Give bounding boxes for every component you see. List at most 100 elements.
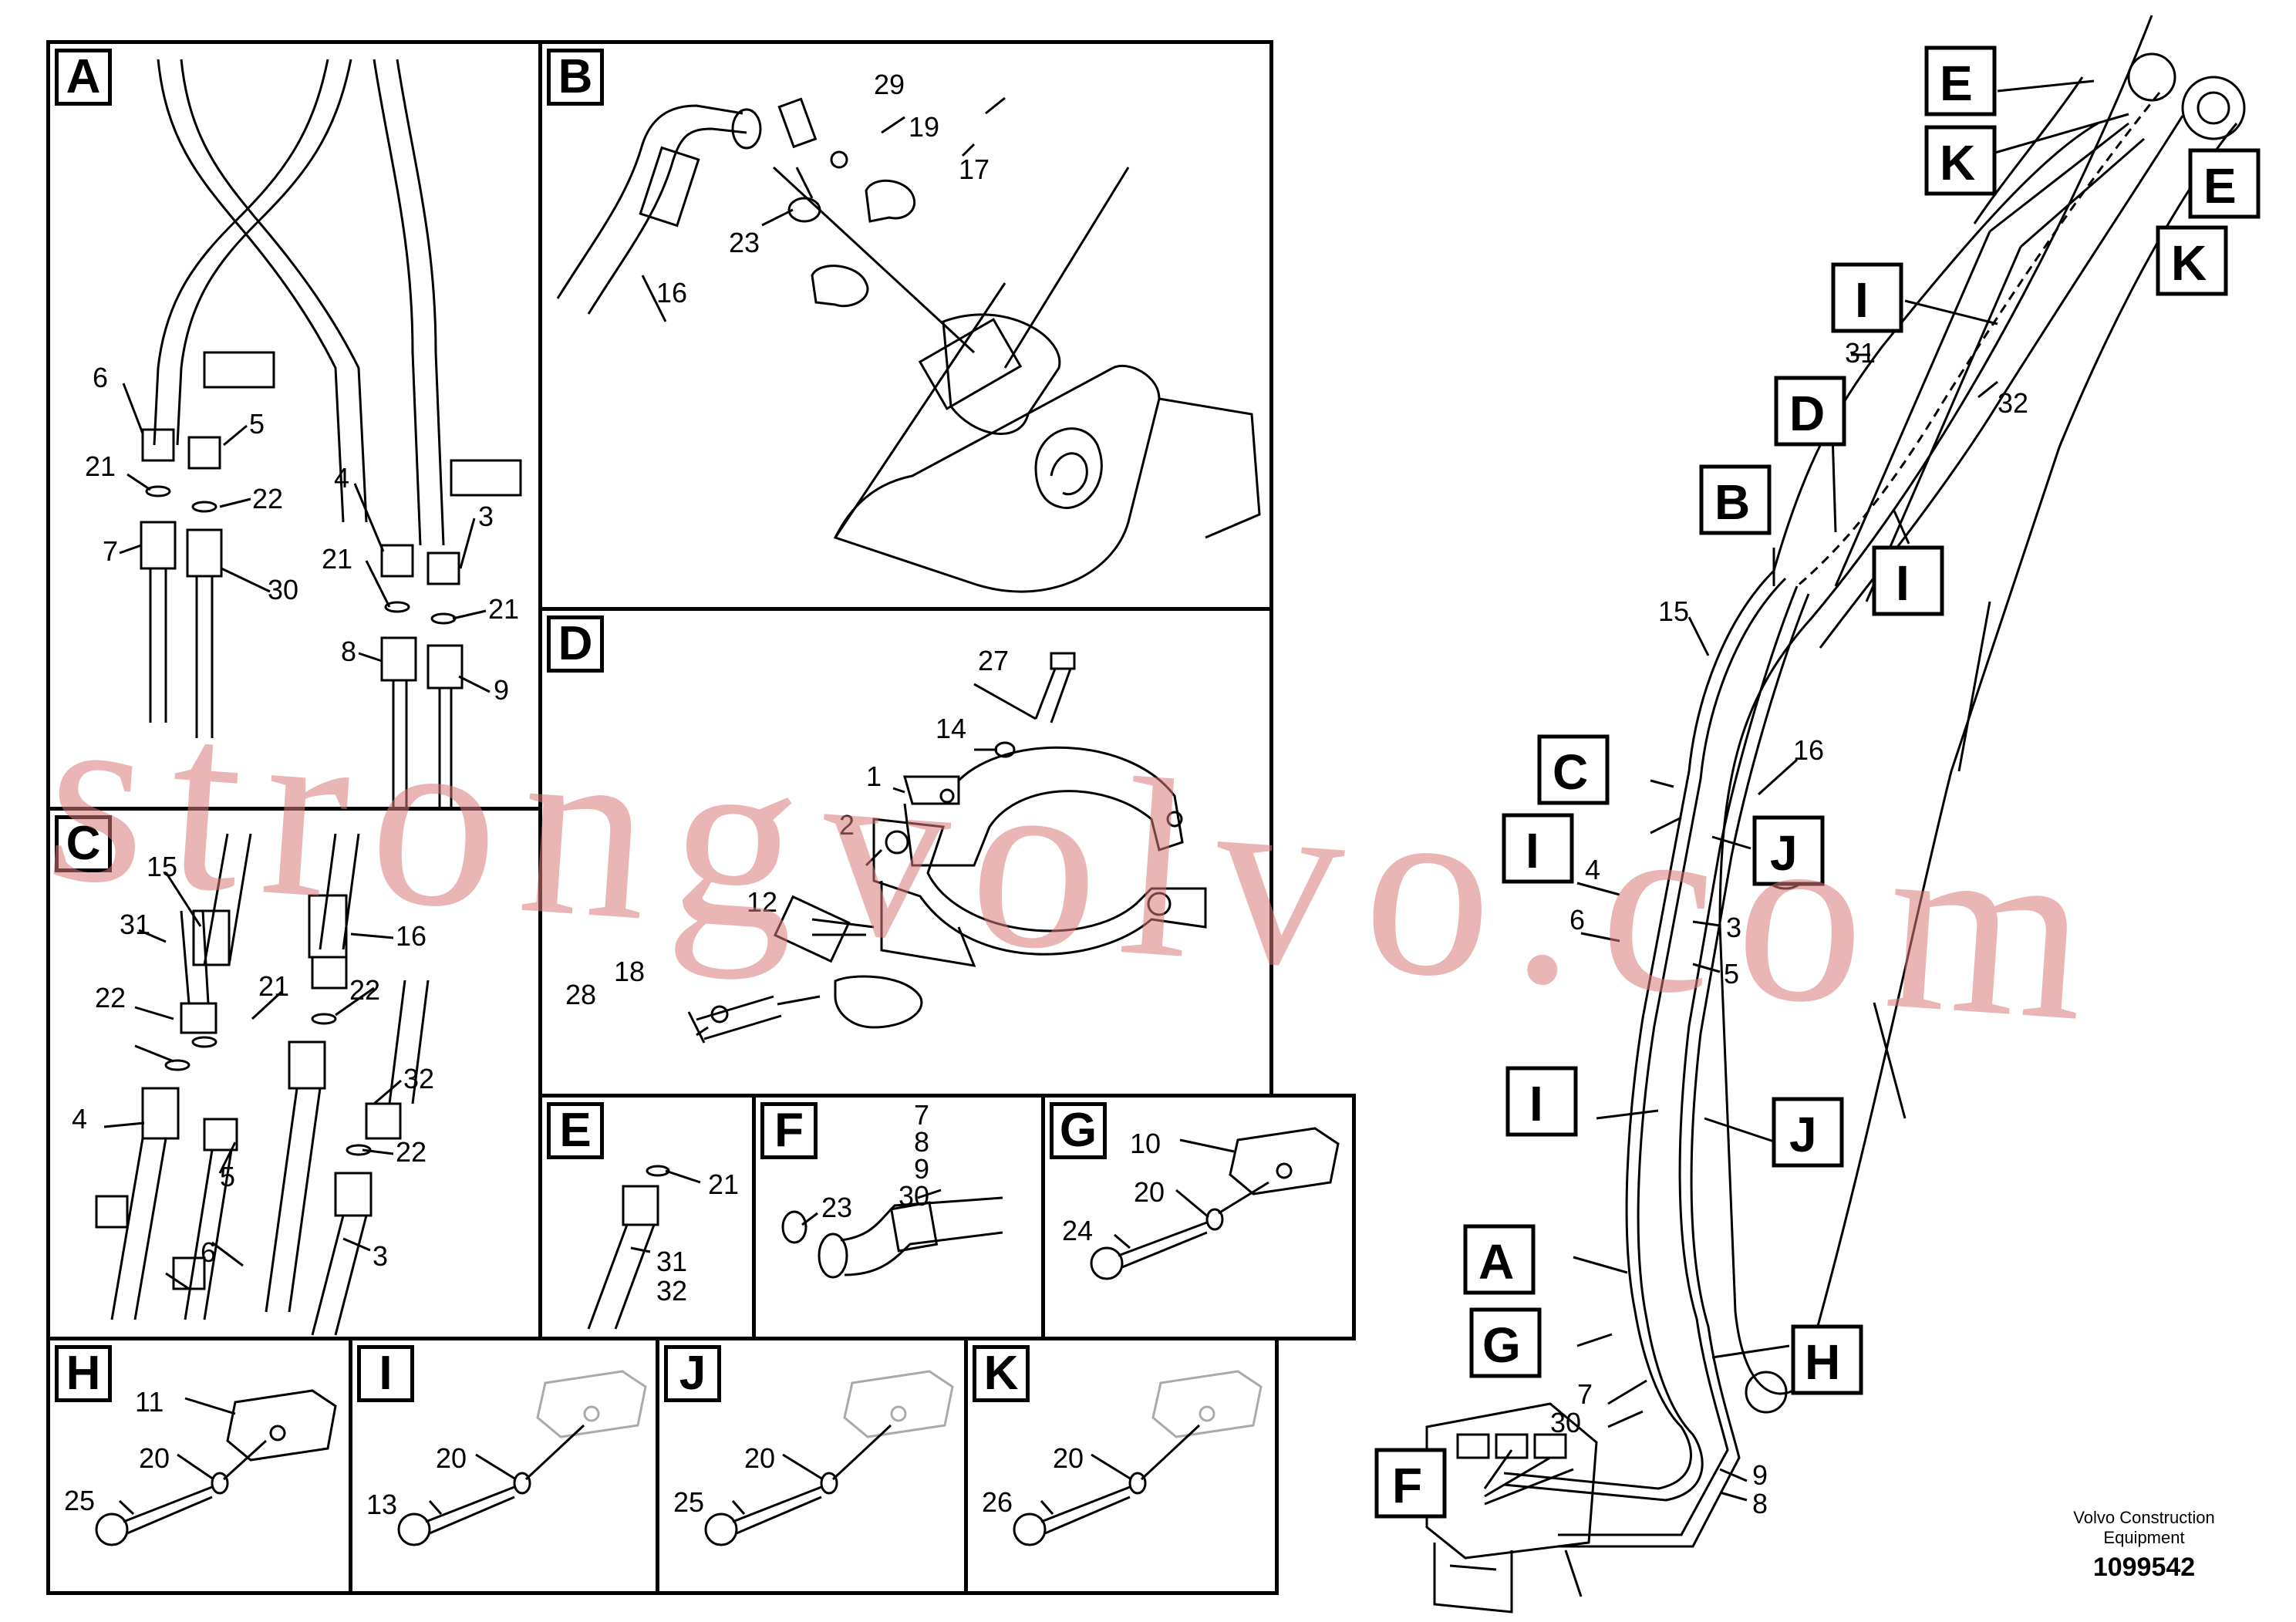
a-label-6: 6: [93, 362, 108, 393]
svg-text:J: J: [1770, 825, 1798, 881]
callout-i-lower: I: [1505, 1066, 1578, 1137]
svg-text:I: I: [1529, 1076, 1543, 1131]
panel-c-label: C: [55, 815, 112, 872]
svg-text:K: K: [1940, 135, 1975, 191]
c-label-15: 15: [147, 851, 177, 882]
b-label-29: 29: [874, 69, 905, 100]
panel-j: 20 25 J: [656, 1337, 968, 1595]
svg-text:I: I: [1896, 555, 1910, 611]
j-label-25: 25: [673, 1486, 704, 1518]
f-label-7: 7: [914, 1099, 929, 1131]
panel-i-label: I: [357, 1345, 414, 1402]
ov-label-3: 3: [1726, 912, 1741, 943]
callout-d: D: [1774, 376, 1846, 447]
ov-label-4: 4: [1585, 854, 1600, 885]
panel-j-label: J: [664, 1345, 721, 1402]
panel-b-drawing: 29 19 17 23 16: [556, 69, 1261, 593]
ov-label-5: 5: [1724, 958, 1739, 990]
a-label-21b: 21: [322, 543, 352, 575]
svg-text:E: E: [1940, 56, 1973, 111]
c-label-3: 3: [373, 1240, 388, 1272]
i-label-13: 13: [366, 1489, 397, 1520]
f-label-8: 8: [914, 1126, 929, 1158]
callout-j-upper: J: [1752, 815, 1825, 886]
ov-label-7: 7: [1577, 1378, 1593, 1410]
ov-label-8: 8: [1752, 1488, 1768, 1519]
svg-text:D: D: [1789, 386, 1825, 441]
panel-d: 27 14 1 2 12 18 28 D: [538, 607, 1273, 1098]
panel-h-drawing: 11 20 25: [64, 1386, 337, 1546]
f-label-30: 30: [899, 1180, 929, 1212]
ov-label-31: 31: [1845, 337, 1876, 369]
panel-i: 20 13 I: [349, 1337, 659, 1595]
c-label-22c: 22: [396, 1136, 426, 1168]
svg-text:I: I: [1526, 823, 1539, 878]
c-label-5: 5: [220, 1161, 235, 1192]
a-label-22: 22: [252, 483, 283, 514]
b-label-16: 16: [656, 277, 687, 309]
k-label-26: 26: [982, 1486, 1013, 1518]
panel-b: 29 19 17 23 16 B: [538, 40, 1273, 611]
ov-label-9: 9: [1752, 1459, 1768, 1491]
ov-label-6: 6: [1569, 904, 1585, 936]
ov-label-15: 15: [1658, 595, 1689, 627]
svg-text:G: G: [1482, 1317, 1521, 1373]
e-label-31: 31: [656, 1246, 687, 1277]
d-label-12: 12: [747, 886, 777, 918]
a-label-9: 9: [494, 674, 509, 706]
callout-k-right: K: [2156, 225, 2228, 296]
panel-a: 6 5 21 22 7 30 4 3 21 21 8 9 A: [46, 40, 542, 813]
a-label-4: 4: [334, 462, 349, 494]
credit-block: Volvo Construction Equipment: [2052, 1508, 2237, 1548]
callout-a: A: [1463, 1224, 1536, 1295]
panel-h: 11 20 25 H: [46, 1337, 352, 1595]
panel-b-label: B: [547, 49, 604, 106]
document-number: 1099542: [2092, 1553, 2196, 1582]
ov-label-16: 16: [1793, 734, 1824, 766]
panel-i-drawing: 20 13: [366, 1370, 647, 1546]
svg-text:A: A: [1478, 1234, 1514, 1290]
panel-g-drawing: 10 20 24: [1062, 1127, 1340, 1280]
h-label-20: 20: [139, 1442, 170, 1474]
callout-c: C: [1537, 734, 1610, 805]
c-label-22b: 22: [349, 974, 380, 1006]
panel-k: 20 26 K: [964, 1337, 1279, 1595]
callout-e-top: E: [1924, 46, 1997, 116]
panel-e-drawing: 21 31 32: [587, 1165, 739, 1330]
panel-a-label: A: [55, 49, 112, 106]
panel-g: 10 20 24 G: [1041, 1094, 1356, 1340]
f-label-23: 23: [821, 1192, 852, 1223]
b-label-19: 19: [909, 111, 939, 143]
callout-e-right: E: [2188, 148, 2261, 219]
d-label-27: 27: [978, 645, 1009, 676]
a-label-5: 5: [249, 408, 265, 440]
panel-f-label: F: [760, 1102, 818, 1159]
d-label-1: 1: [866, 760, 882, 792]
g-label-20: 20: [1134, 1176, 1165, 1208]
ov-label-32: 32: [1998, 387, 2028, 419]
callout-i-right: I: [1872, 545, 1944, 616]
panel-f-drawing: 7 8 9 30 23: [781, 1099, 1003, 1279]
panel-f: 7 8 9 30 23 F: [752, 1094, 1045, 1340]
svg-text:E: E: [2203, 158, 2237, 214]
g-label-10: 10: [1130, 1128, 1161, 1159]
i-label-20: 20: [436, 1442, 467, 1474]
k-label-20: 20: [1053, 1442, 1084, 1474]
e-label-32: 32: [656, 1275, 687, 1307]
callout-g: G: [1469, 1307, 1542, 1378]
a-label-3: 3: [478, 501, 494, 532]
b-label-17: 17: [959, 153, 990, 185]
a-label-21: 21: [85, 450, 116, 482]
panel-k-drawing: 20 26: [982, 1370, 1263, 1546]
j-label-20: 20: [744, 1442, 775, 1474]
panel-d-label: D: [547, 615, 604, 673]
callout-f: F: [1374, 1448, 1447, 1519]
callout-i-upper: I: [1831, 262, 1903, 333]
panel-a-drawing: 6 5 21 22 7 30 4 3 21 21 8 9: [85, 59, 522, 808]
panel-k-label: K: [973, 1345, 1030, 1402]
panel-d-drawing: 27 14 1 2 12 18 28: [565, 645, 1207, 1044]
callout-j-lower: J: [1772, 1097, 1844, 1168]
callout-k-top: K: [1924, 125, 1997, 196]
panel-c-drawing: 15 31 16 22 21 22 4 5 32 22 6 3: [72, 833, 434, 1336]
credit-line-2: Equipment: [2103, 1528, 2185, 1547]
